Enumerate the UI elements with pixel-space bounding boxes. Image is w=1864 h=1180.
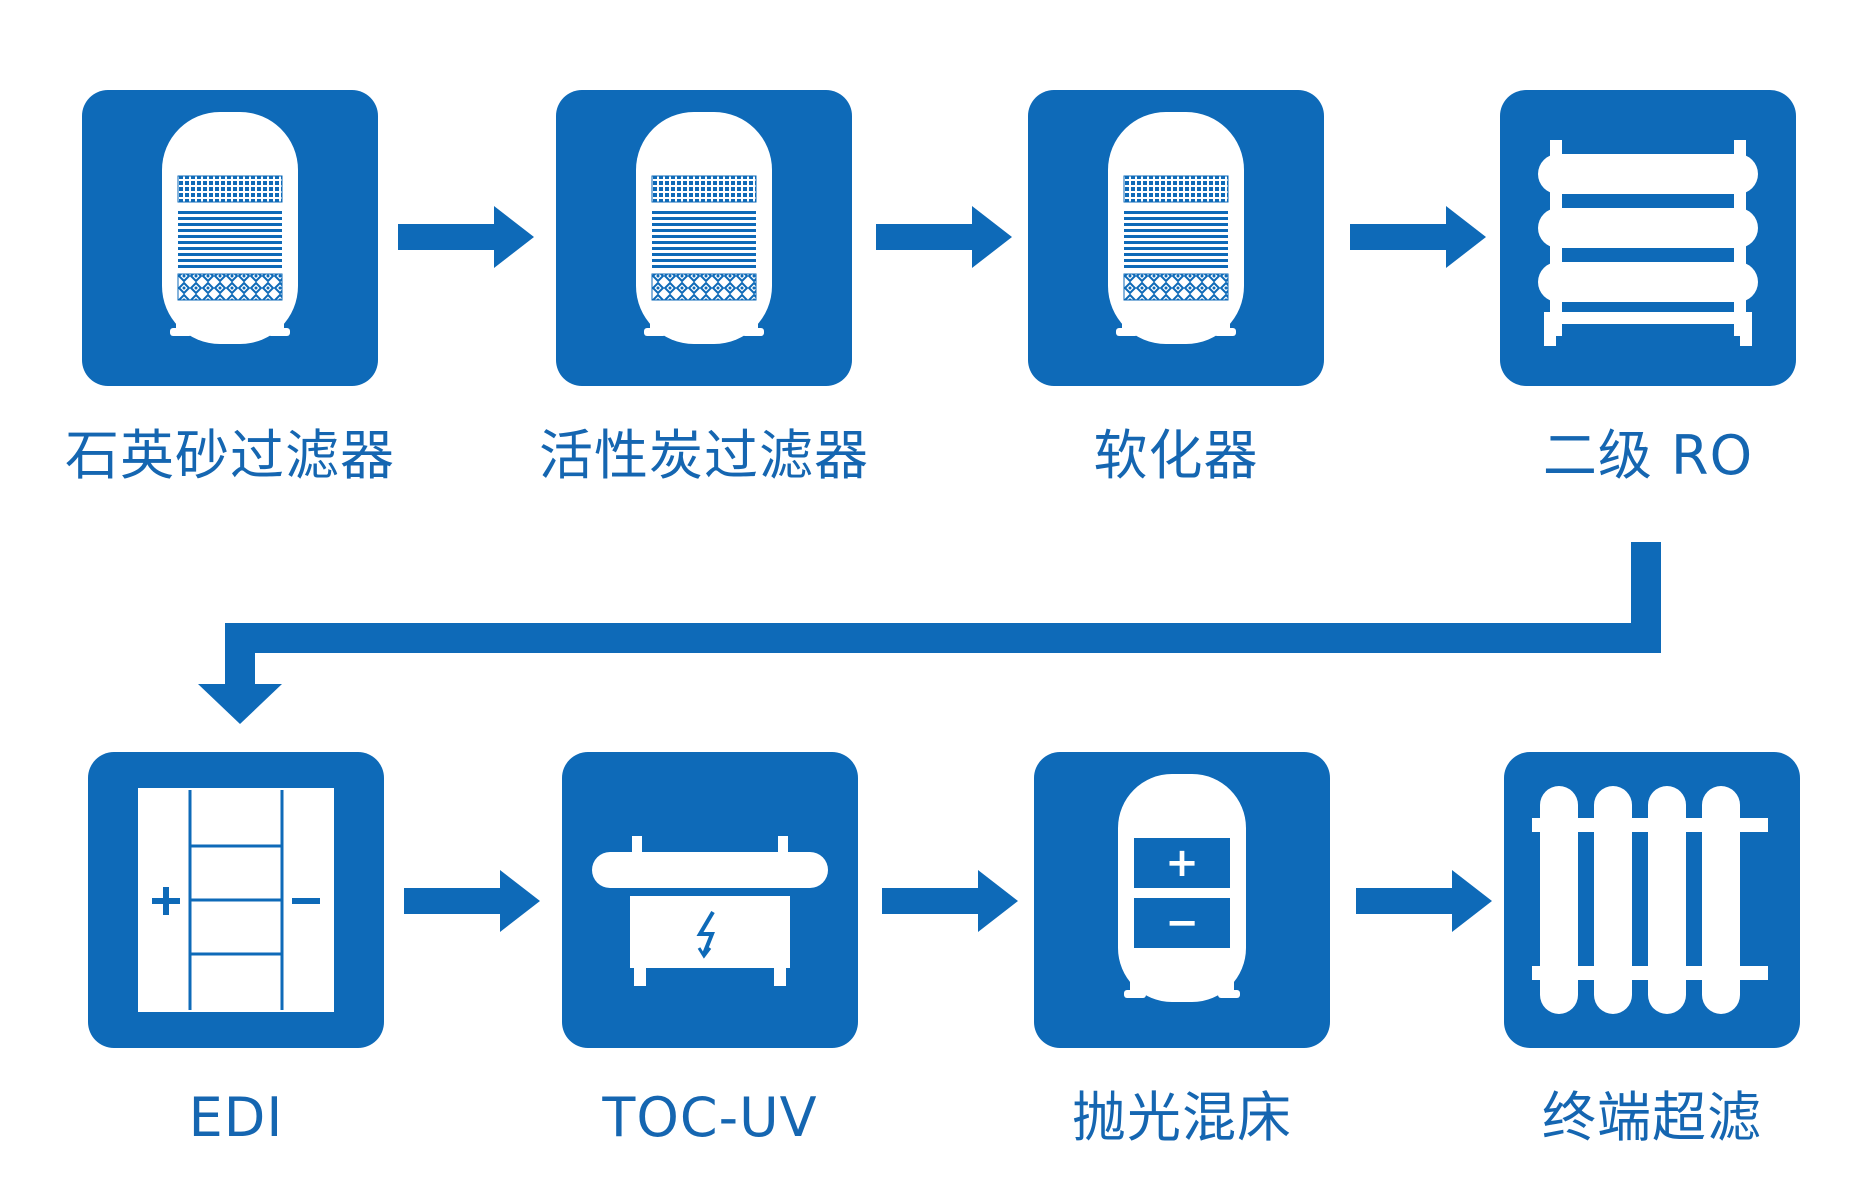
step-label: TOC-UV bbox=[602, 1086, 818, 1149]
step-label: EDI bbox=[188, 1086, 284, 1149]
step-tile-two-stage-ro bbox=[1500, 90, 1796, 386]
flow-arrow-right bbox=[882, 866, 1022, 936]
step-label: 终端超滤 bbox=[1542, 1086, 1762, 1149]
step-tile-quartz-sand-filter bbox=[82, 90, 378, 386]
flow-arrow-right bbox=[398, 202, 538, 272]
step-tile-toc-uv bbox=[562, 752, 858, 1048]
mixed-bed-tank-icon bbox=[1118, 774, 1246, 1002]
step-tile-polishing-mixed-bed: + − bbox=[1034, 752, 1330, 1048]
edi-module-icon bbox=[138, 788, 334, 1012]
filter-tank-icon bbox=[636, 112, 772, 344]
step-label: 石英砂过滤器 bbox=[65, 424, 395, 487]
flow-arrow-right bbox=[876, 202, 1016, 272]
minus-icon: − bbox=[1165, 900, 1199, 946]
uv-lamp-icon bbox=[592, 836, 828, 986]
plus-icon: + bbox=[1165, 840, 1199, 886]
step-label: 活性炭过滤器 bbox=[539, 424, 869, 487]
step-tile-softener bbox=[1028, 90, 1324, 386]
filter-tank-icon bbox=[162, 112, 298, 344]
step-label: 软化器 bbox=[1093, 424, 1259, 487]
step-label: 抛光混床 bbox=[1072, 1086, 1292, 1149]
flow-arrow-right bbox=[1350, 202, 1490, 272]
ultrafiltration-icon bbox=[1532, 786, 1768, 1014]
flow-arrow-right bbox=[1356, 866, 1496, 936]
ro-membrane-rack-icon bbox=[1538, 140, 1758, 346]
flow-arrow-right bbox=[404, 866, 544, 936]
step-tile-terminal-ultrafiltration bbox=[1504, 752, 1800, 1048]
step-tile-edi bbox=[88, 752, 384, 1048]
filter-tank-icon bbox=[1108, 112, 1244, 344]
step-tile-activated-carbon-filter bbox=[556, 90, 852, 386]
step-label: 二级 RO bbox=[1542, 424, 1754, 487]
